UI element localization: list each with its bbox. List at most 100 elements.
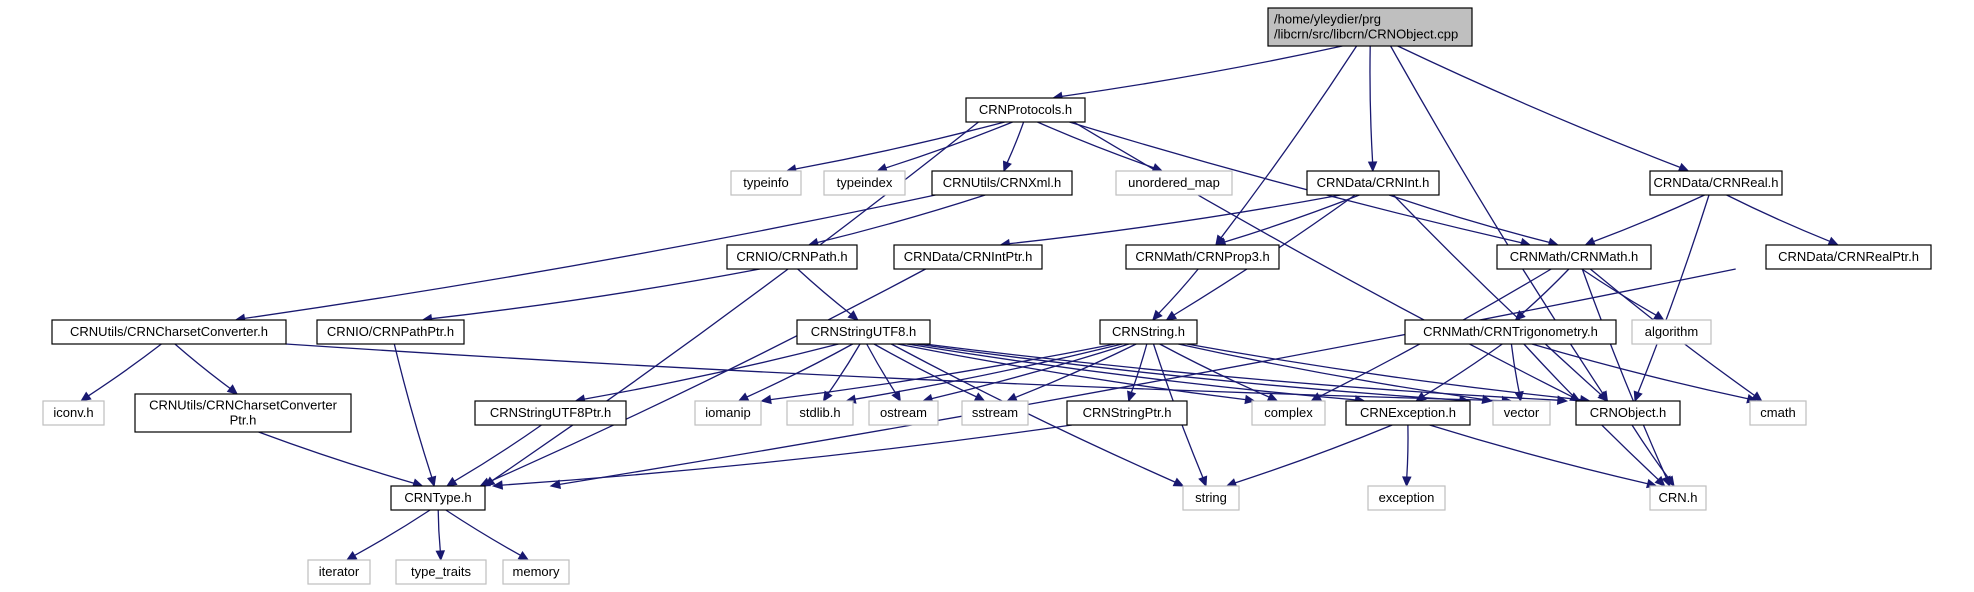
arrowhead-crnmath-to-trigonometry [1514, 309, 1526, 321]
node-trigonometry[interactable]: CRNMath/CRNTrigonometry.h [1404, 319, 1617, 345]
node-iterator-label-0: iterator [319, 564, 360, 579]
node-iterator: iterator [307, 559, 371, 585]
node-crnintptr-box [893, 244, 1043, 270]
arrowhead-stringutf8-to-ostream [891, 390, 901, 403]
node-charsetconvptr-label-1: Ptr.h [230, 413, 257, 428]
node-crnprop3[interactable]: CRNMath/CRNProp3.h [1125, 244, 1280, 270]
node-memory-box [502, 559, 570, 585]
node-stringptr-label-0: CRNStringPtr.h [1083, 405, 1172, 420]
node-stringptr-box [1066, 400, 1188, 426]
node-crntype[interactable]: CRNType.h [390, 485, 486, 511]
edge-trigonometry-to-vector [1510, 343, 1520, 393]
arrowhead-protocols-to-crnxml [1002, 160, 1012, 173]
node-root-label-0: /home/yleydier/prg [1274, 12, 1381, 27]
arrowhead-stringutf8-to-sstream [973, 392, 986, 402]
node-protocols-box [965, 97, 1086, 123]
node-vector: vector [1492, 400, 1551, 426]
edge-stringutf8-to-sstream [873, 343, 977, 398]
node-crnobject[interactable]: CRNObject.h [1575, 400, 1681, 426]
node-typeinfo: typeinfo [730, 170, 802, 196]
node-stdlib-label-0: stdlib.h [799, 405, 840, 420]
arrowhead-crnreal-to-crnmath [1584, 236, 1596, 246]
edge-crnintptr-to-crntype [488, 268, 926, 483]
arrowhead-crnreal-to-crnobject [1633, 390, 1643, 403]
edge-root-to-crnprop3 [1220, 45, 1358, 239]
node-crnpath[interactable]: CRNIO/CRNPath.h [726, 244, 858, 270]
node-crnpathptr-box [316, 319, 465, 345]
node-string-box [1182, 485, 1240, 511]
node-sstream-box [961, 400, 1029, 426]
edge-crnstring-to-complex [1159, 343, 1270, 398]
node-crnstring[interactable]: CRNString.h [1099, 319, 1198, 345]
node-protocols-label-0: CRNProtocols.h [979, 102, 1072, 117]
node-crn: CRN.h [1649, 485, 1707, 511]
node-crnmath[interactable]: CRNMath/CRNMath.h [1496, 244, 1652, 270]
node-typeinfo-box [730, 170, 802, 196]
edges-layer [80, 45, 1840, 562]
edge-crnreal-to-crnrealptr [1726, 194, 1830, 242]
edge-protocols-to-typeinfo [795, 121, 1005, 170]
node-charsetconv-box [51, 319, 287, 345]
node-stringptr[interactable]: CRNStringPtr.h [1066, 400, 1188, 426]
node-root-label-1: /libcrn/src/libcrn/CRNObject.cpp [1274, 27, 1458, 42]
node-algorithm: algorithm [1631, 319, 1712, 345]
node-crntype-box [390, 485, 486, 511]
node-charsetconv[interactable]: CRNUtils/CRNCharsetConverter.h [51, 319, 287, 345]
edge-crnint-to-crnmath [1388, 194, 1550, 244]
arrowhead-crnrealptr-to-crntype [549, 479, 562, 489]
node-protocols[interactable]: CRNProtocols.h [965, 97, 1086, 123]
arrowhead-crntype-to-memory [517, 550, 530, 561]
node-ostream-label-0: ostream [880, 405, 927, 420]
node-crnreal-label-0: CRNData/CRNReal.h [1654, 175, 1779, 190]
node-crnint[interactable]: CRNData/CRNInt.h [1306, 170, 1440, 196]
edge-crnpath-to-stringutf8 [797, 268, 852, 315]
node-crnxml[interactable]: CRNUtils/CRNXml.h [931, 170, 1073, 196]
node-root[interactable]: /home/yleydier/prg/libcrn/src/libcrn/CRN… [1267, 7, 1473, 47]
edge-stringutf8-to-stdlib [827, 343, 861, 394]
arrowhead-root-to-crnreal [1677, 162, 1690, 172]
node-iomanip-label-0: iomanip [705, 405, 751, 420]
node-memory-label-0: memory [513, 564, 560, 579]
node-crnrealptr-box [1765, 244, 1932, 270]
node-charsetconvptr-label-0: CRNUtils/CRNCharsetConverter [149, 398, 337, 413]
node-crnrealptr-label-0: CRNData/CRNRealPtr.h [1778, 249, 1919, 264]
arrowhead-crntype-to-type_traits [435, 550, 446, 562]
edge-root-to-protocols [1061, 45, 1343, 98]
node-typeindex-box [823, 170, 906, 196]
node-crnreal-box [1649, 170, 1783, 196]
node-stringutf8-box [796, 319, 931, 345]
node-stdlib-box [786, 400, 854, 426]
node-complex-box [1251, 400, 1326, 426]
node-stringutf8[interactable]: CRNStringUTF8.h [796, 319, 931, 345]
node-crnpathptr[interactable]: CRNIO/CRNPathPtr.h [316, 319, 465, 345]
node-exception_h-box [1345, 400, 1471, 426]
node-exception_h[interactable]: CRNException.h [1345, 400, 1471, 426]
node-unordered_map: unordered_map [1115, 170, 1233, 196]
edge-crnmath-to-trigonometry [1521, 268, 1570, 315]
node-crnintptr[interactable]: CRNData/CRNIntPtr.h [893, 244, 1043, 270]
edge-charsetconv-to-iconv [88, 343, 162, 397]
node-crnmath-label-0: CRNMath/CRNMath.h [1510, 249, 1639, 264]
edge-crnstring-to-crnobject [1186, 343, 1581, 401]
edge-stringutf8-to-complex [897, 343, 1246, 401]
node-iconv-label-0: iconv.h [53, 405, 93, 420]
edge-crnxml-to-crnpath [817, 194, 986, 244]
node-crnobject-label-0: CRNObject.h [1590, 405, 1667, 420]
edge-crnrealptr-to-crntype [559, 268, 1736, 486]
node-vector-label-0: vector [1504, 405, 1540, 420]
arrowhead-charsetconv-to-charsetconvptr [226, 384, 239, 395]
edge-crnreal-to-crnmath [1593, 194, 1705, 243]
node-iomanip: iomanip [694, 400, 762, 426]
arrowhead-crnstring-to-stringptr [1127, 390, 1137, 403]
node-complex-label-0: complex [1264, 405, 1313, 420]
node-exception: exception [1367, 485, 1446, 511]
node-stringutf8ptr[interactable]: CRNStringUTF8Ptr.h [474, 400, 627, 426]
node-crnrealptr[interactable]: CRNData/CRNRealPtr.h [1765, 244, 1932, 270]
node-crnreal[interactable]: CRNData/CRNReal.h [1649, 170, 1783, 196]
node-typeindex-label-0: typeindex [837, 175, 893, 190]
arrowhead-exception_h-to-exception [1402, 476, 1412, 488]
node-vector-box [1492, 400, 1551, 426]
arrowhead-protocols-to-unordered_map [1151, 163, 1164, 172]
node-cmath-box [1749, 400, 1807, 426]
